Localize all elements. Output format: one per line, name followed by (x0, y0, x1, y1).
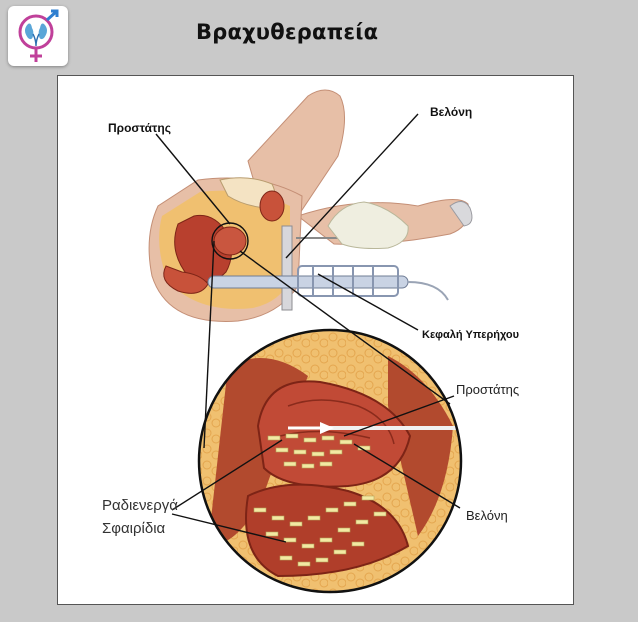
page-title: Βραχυθεραπεία (196, 20, 379, 44)
label-prostate-zoom: Προστάτης (456, 382, 519, 397)
label-ultrasound-head: Κεφαλή Υπερήχου (422, 329, 519, 341)
connector-lines (155, 113, 461, 543)
label-seeds-line2: Σφαιρίδια (102, 520, 166, 537)
zoom-view (197, 328, 463, 594)
upper-anatomy (148, 89, 473, 322)
brachytherapy-diagram: Προστάτης Βελόνη Κεφαλή Υπερήχου Προστάτ… (102, 89, 519, 594)
label-needle-top: Βελόνη (430, 105, 472, 119)
label-needle-zoom: Βελόνη (466, 508, 508, 523)
male-female-kidney-logo-icon (18, 9, 59, 62)
diagram-panel: Προστάτης Βελόνη Κεφαλή Υπερήχου Προστάτ… (57, 75, 574, 605)
label-seeds-line1: Ραδιενεργά (102, 497, 178, 514)
logo (8, 6, 68, 66)
label-prostate-top: Προστάτης (108, 121, 171, 135)
